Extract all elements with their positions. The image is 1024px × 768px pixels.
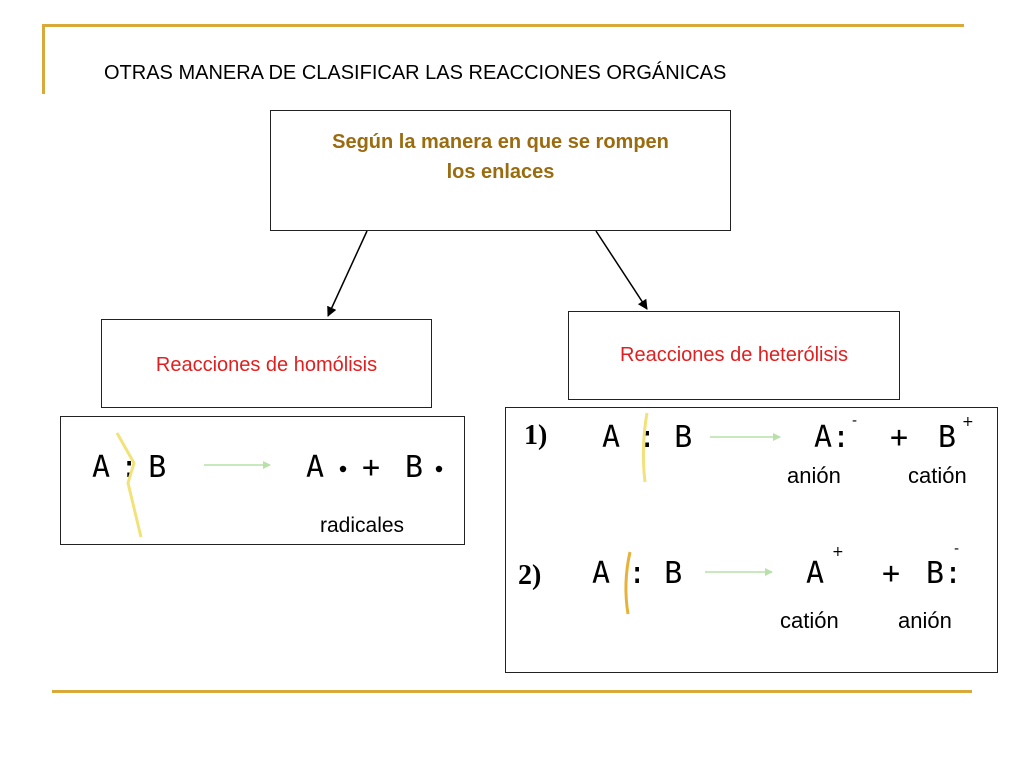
arrow-to-homolisis [327, 230, 368, 317]
homolisis-product-b: B [405, 450, 424, 485]
case-1-plus: + [890, 420, 909, 455]
criterion-line-1: Según la manera en que se rompen [332, 131, 669, 153]
homolisis-label: Reacciones de homólisis [155, 354, 378, 376]
case-2-product-a: A [806, 556, 825, 591]
arrow-to-heterolisis [595, 230, 648, 310]
case-1-reactant: A : B [602, 420, 693, 455]
frame-bottom-line [52, 690, 972, 693]
homolisis-product-a: A [306, 450, 325, 485]
slide-title: OTRAS MANERA DE CLASIFICAR LAS REACCIONE… [104, 62, 727, 84]
case-2-charge-a: + [832, 544, 844, 560]
homolisis-plus: + [362, 450, 381, 485]
homolisis-radicals-label: radicales [320, 514, 405, 537]
case-1-label-b: catión [908, 463, 967, 488]
case-2-label-a: catión [780, 608, 839, 633]
case-2-label-b: anión [898, 608, 952, 633]
frame-left-line [42, 24, 45, 94]
case-1-label-a: anión [787, 463, 841, 488]
case-1-product-b: B [938, 420, 957, 455]
case-1-charge-a: - [852, 413, 858, 429]
heterolisis-equation-box [505, 407, 998, 673]
case-2-number: 2) [518, 560, 542, 591]
frame-top-line [42, 24, 964, 27]
case-2-reactant: A : B [592, 556, 683, 591]
case-2-product-b: B: [926, 556, 963, 591]
homolisis-reactant: A : B [92, 450, 166, 485]
criterion-text: Según la manera en que se rompen los enl… [271, 127, 730, 187]
case-2-charge-b: - [954, 541, 960, 557]
heterolisis-box: Reacciones de heterólisis [568, 311, 900, 400]
heterolisis-label: Reacciones de heterólisis [620, 344, 848, 366]
case-1-charge-b: + [962, 414, 974, 430]
case-2-plus: + [882, 556, 901, 591]
homolisis-box: Reacciones de homólisis [101, 319, 432, 408]
case-1-number: 1) [524, 420, 548, 451]
criterion-line-2: los enlaces [446, 161, 555, 183]
classification-criterion-box: Según la manera en que se rompen los enl… [270, 110, 731, 231]
case-1-product-a: A: [814, 420, 851, 455]
